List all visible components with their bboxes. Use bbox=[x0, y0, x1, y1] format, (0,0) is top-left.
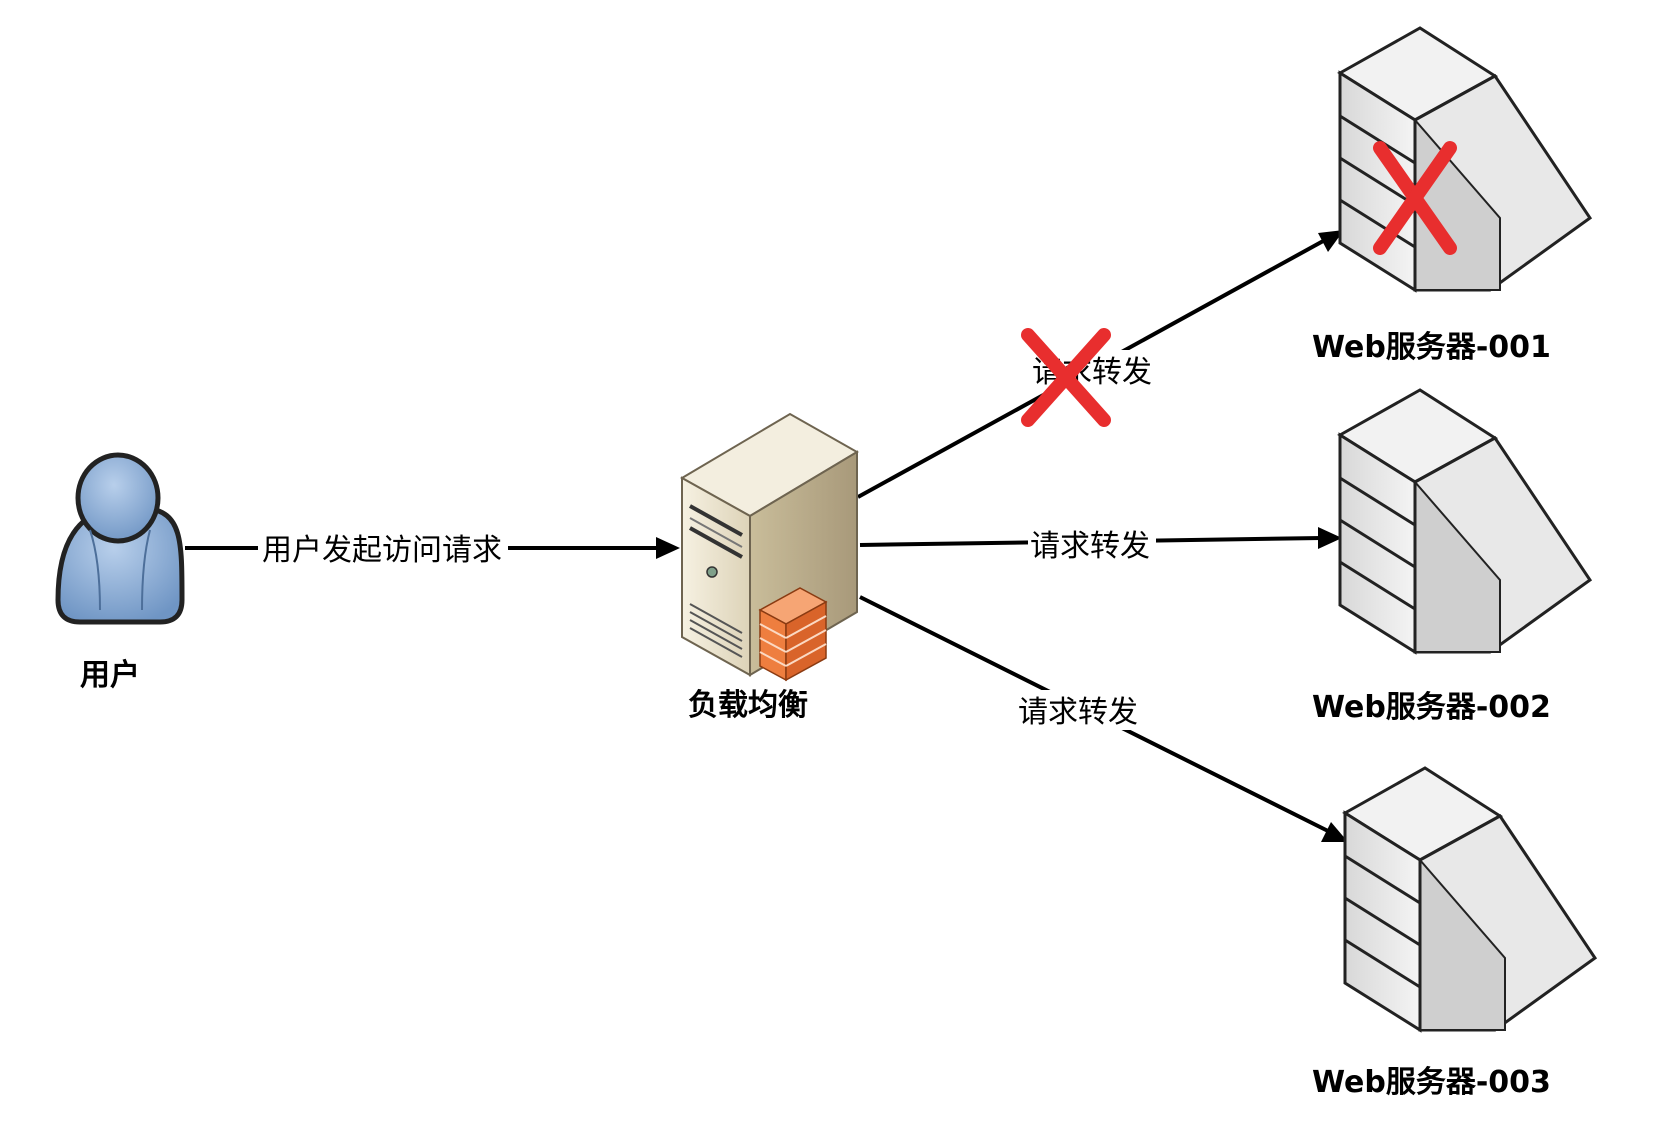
user-request-label: 用户发起访问请求 bbox=[262, 533, 502, 568]
forward-label-002: 请求转发 bbox=[1030, 529, 1150, 564]
user-node: 用户 bbox=[55, 452, 185, 693]
firewall-icon bbox=[758, 587, 828, 682]
server-failed-x-icon bbox=[1373, 141, 1457, 255]
user-label: 用户 bbox=[80, 658, 140, 693]
server-label-003: Web服务器-003 bbox=[1312, 1065, 1551, 1100]
edge-label-forward-002: 请求转发 bbox=[1028, 524, 1156, 564]
blocked-request-x-icon bbox=[1021, 328, 1111, 427]
load-balancer-node: 负载均衡 bbox=[679, 412, 859, 723]
server-label-002: Web服务器-002 bbox=[1312, 690, 1551, 725]
edge-label-forward-003: 请求转发 bbox=[1016, 690, 1144, 730]
server-node-003 bbox=[1342, 766, 1598, 1033]
load-balancer-server-icon bbox=[679, 412, 859, 682]
web-server-icon bbox=[1342, 766, 1598, 1033]
server-label-001: Web服务器-001 bbox=[1312, 330, 1551, 365]
edge-label-forward-001: 请求转发 bbox=[1021, 328, 1156, 427]
user-icon bbox=[55, 452, 185, 625]
load-balancer-label: 负载均衡 bbox=[688, 688, 808, 723]
web-server-icon bbox=[1337, 388, 1593, 655]
server-node-002 bbox=[1337, 388, 1593, 655]
edge-label-user-to-lb: 用户发起访问请求 bbox=[258, 528, 508, 568]
server-node-001 bbox=[1337, 26, 1593, 293]
forward-label-003: 请求转发 bbox=[1018, 695, 1138, 730]
